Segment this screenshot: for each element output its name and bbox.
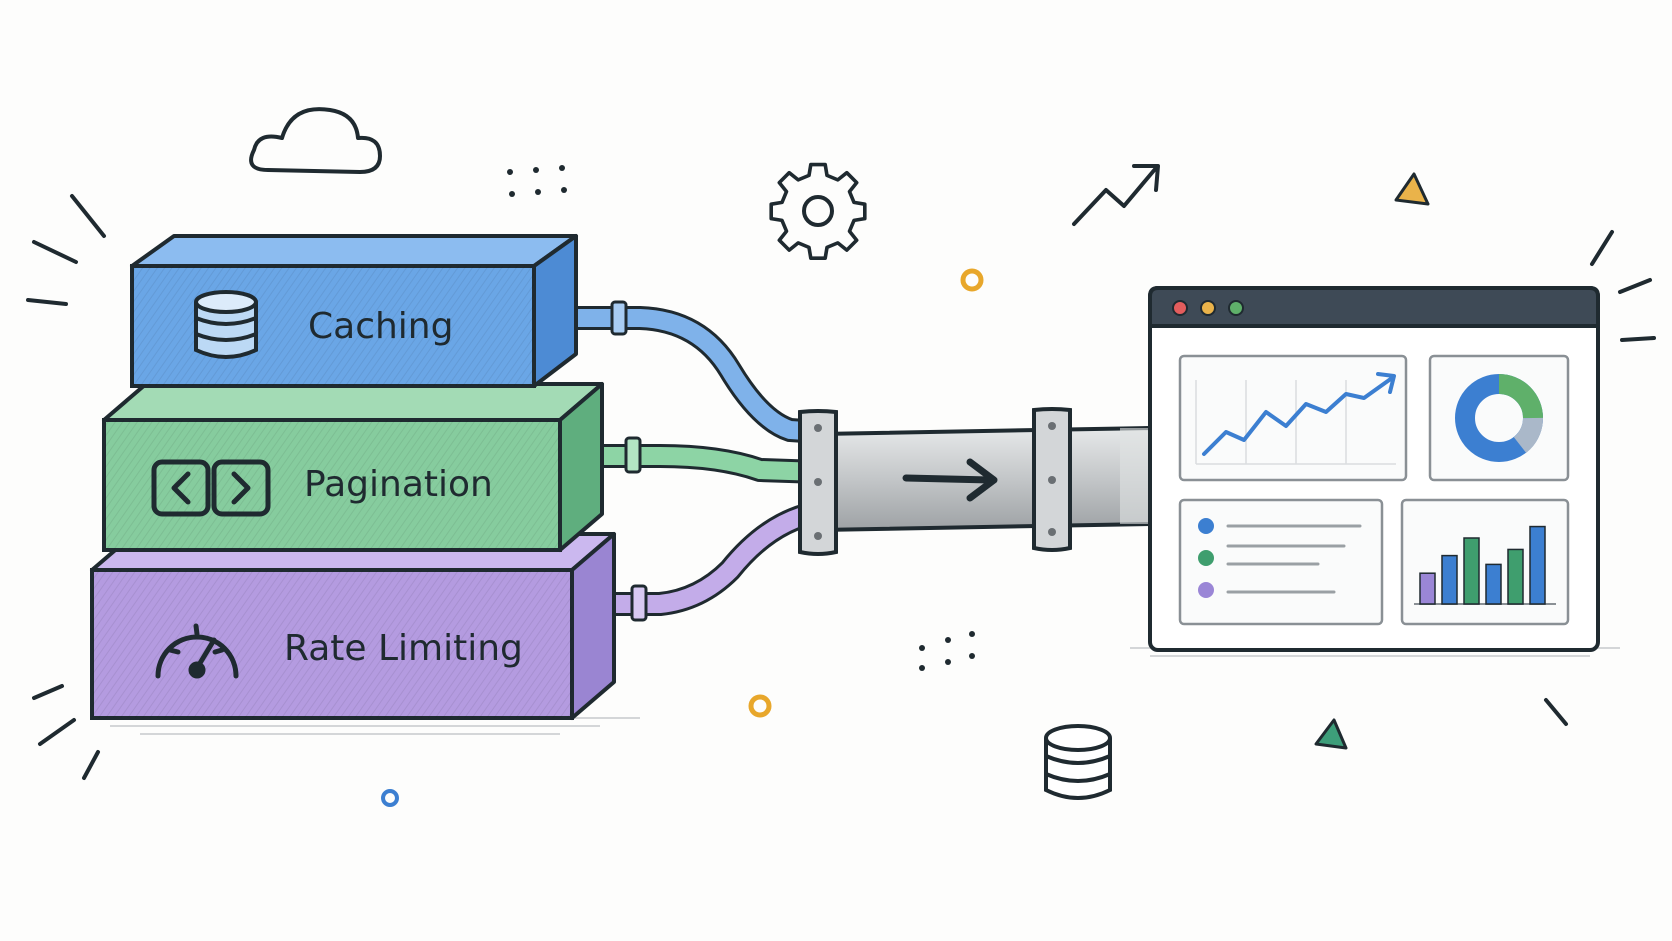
accent-dot bbox=[381, 789, 399, 807]
block-caching: Caching bbox=[130, 234, 578, 388]
dot-cluster-bottom bbox=[919, 631, 975, 671]
pagination-arrows-icon bbox=[151, 459, 271, 517]
window-minimize-dot bbox=[1200, 300, 1216, 316]
block-rate-limiting: Rate Limiting bbox=[90, 532, 616, 720]
bar bbox=[1485, 563, 1502, 605]
window-close-dot bbox=[1172, 300, 1188, 316]
flow-arrow-icon bbox=[902, 458, 998, 502]
gear-icon bbox=[769, 162, 867, 261]
line-chart-panel bbox=[1178, 354, 1408, 482]
pipe-green bbox=[568, 436, 832, 484]
donut-chart-panel bbox=[1428, 354, 1570, 482]
speedometer-icon bbox=[155, 623, 239, 679]
bar bbox=[1419, 572, 1436, 605]
bar bbox=[1529, 525, 1546, 605]
triangle-icon bbox=[1394, 172, 1430, 206]
pipe-blue bbox=[560, 300, 832, 444]
list-panel bbox=[1178, 498, 1384, 626]
bar bbox=[1441, 554, 1458, 605]
cloud-icon bbox=[249, 107, 382, 174]
bar bbox=[1507, 548, 1524, 605]
trend-arrow-icon bbox=[1072, 164, 1160, 226]
block-label: Rate Limiting bbox=[284, 628, 523, 669]
block-label: Caching bbox=[308, 306, 453, 347]
pipe-flange-right bbox=[1032, 407, 1072, 552]
trend-line bbox=[1202, 376, 1394, 456]
database-icon bbox=[194, 290, 258, 359]
dot-cluster-top bbox=[507, 165, 567, 197]
accent-dot bbox=[748, 694, 772, 718]
block-label: Pagination bbox=[304, 464, 493, 505]
bar bbox=[1463, 537, 1480, 605]
triangle-icon bbox=[1314, 718, 1348, 750]
burst-lines-right bbox=[1544, 230, 1656, 726]
bar-chart-bars bbox=[1419, 525, 1546, 605]
burst-lines-left bbox=[26, 194, 106, 780]
window-maximize-dot bbox=[1228, 300, 1244, 316]
main-pipe bbox=[798, 407, 1154, 556]
pipe-flange-left bbox=[798, 409, 838, 556]
bar-chart-panel bbox=[1400, 498, 1570, 626]
dashboard-window bbox=[1148, 286, 1600, 652]
database-icon bbox=[1044, 724, 1112, 800]
window-titlebar bbox=[1148, 286, 1600, 328]
accent-dot bbox=[960, 268, 984, 292]
block-pagination: Pagination bbox=[102, 382, 604, 552]
pipe-purple bbox=[580, 500, 832, 622]
